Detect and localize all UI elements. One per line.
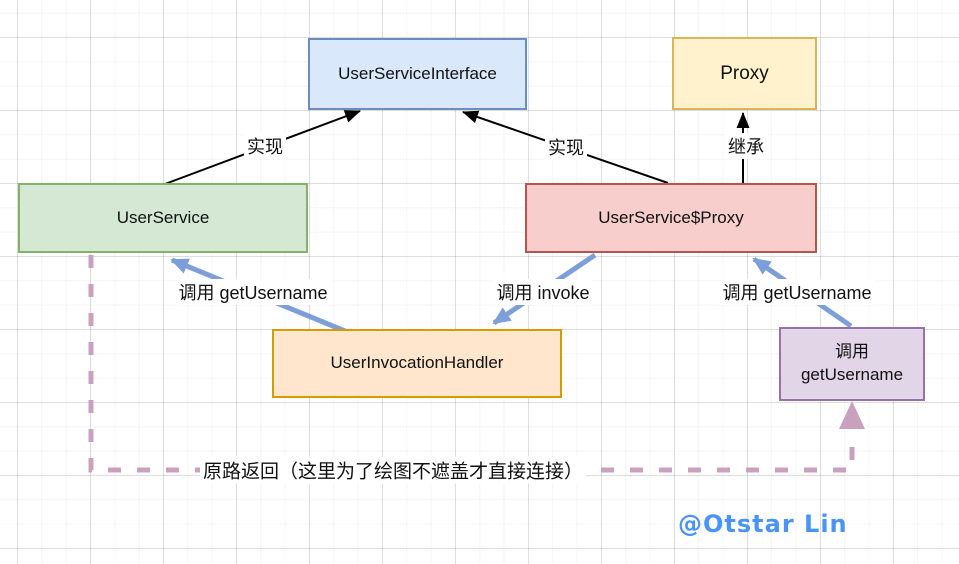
- edge-return-path: [88, 255, 855, 473]
- node-user-service-interface[interactable]: UserServiceInterface: [308, 38, 527, 110]
- node-proxy[interactable]: Proxy: [672, 37, 817, 110]
- edge-return-arrowhead: [839, 401, 865, 429]
- label-call-invoke: 调用 invoke: [493, 279, 593, 305]
- node-user-invocation-handler[interactable]: UserInvocationHandler: [272, 329, 562, 398]
- label-call-get-username-left: 调用 getUsername: [175, 279, 331, 305]
- node-user-service-proxy[interactable]: UserService$Proxy: [525, 183, 817, 253]
- label-implement-left: 实现: [244, 133, 286, 159]
- label-call-get-username-right: 调用 getUsername: [719, 279, 875, 305]
- node-user-service[interactable]: UserService: [18, 183, 308, 253]
- label-implement-right: 实现: [545, 134, 587, 160]
- label-extend: 继承: [725, 133, 767, 159]
- label-return-note: 原路返回（这里为了绘图不遮盖才直接连接）: [199, 456, 587, 484]
- node-call-get-username[interactable]: 调用 getUsername: [779, 327, 925, 401]
- watermark-signature: @Otstar Lin: [678, 510, 848, 538]
